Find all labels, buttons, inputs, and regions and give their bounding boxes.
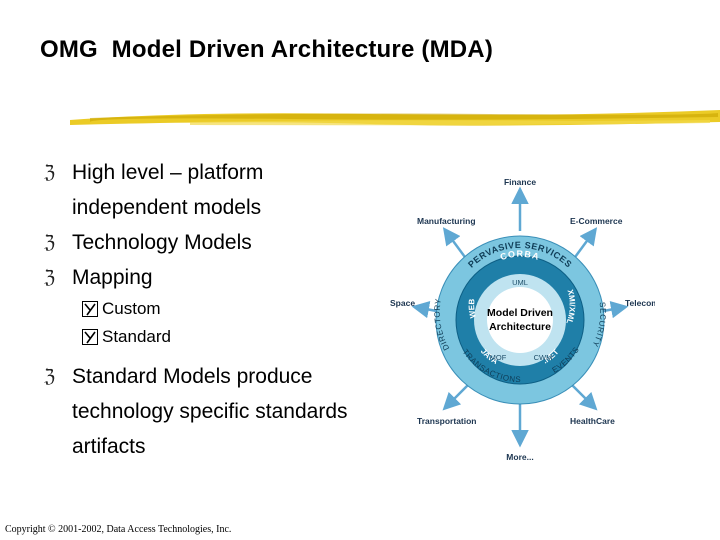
spoke-label-more: More... — [506, 452, 533, 462]
core-label-mof: MOF — [490, 353, 507, 362]
spoke-label-space: Space — [390, 298, 415, 308]
spoke-label-finance: Finance — [504, 177, 536, 187]
ring-label-web: WEB — [467, 298, 478, 319]
center-label-line1: Model Driven — [487, 307, 553, 319]
sub-bullet-item: Custom — [44, 295, 384, 323]
mda-diagram: PERVASIVE SERVICES SECURITY DIRECTORY TR… — [390, 177, 655, 462]
slide-title: OMG Model Driven Architecture (MDA) — [40, 36, 494, 63]
bullet-item: ℨ Technology Models — [44, 225, 384, 260]
core-label-uml: UML — [512, 278, 528, 287]
z-bullet-icon: ℨ — [44, 232, 56, 253]
y-bullet-icon — [82, 301, 98, 317]
spoke-label-ecommerce: E-Commerce — [570, 216, 623, 226]
bullet-item: ℨ Mapping — [44, 260, 384, 295]
core-label-cwm: CWM — [534, 353, 553, 362]
spoke-label-telecom: Telecom — [625, 298, 655, 308]
svg-text:XMI/XML: XMI/XML — [564, 289, 576, 326]
spoke-label-manufacturing: Manufacturing — [417, 216, 476, 226]
svg-text:CORBA: CORBA — [499, 249, 541, 262]
z-bullet-icon: ℨ — [44, 366, 56, 387]
copyright-footer: Copyright © 2001-2002, Data Access Techn… — [5, 524, 232, 535]
ring-label-corba: CORBA — [499, 249, 540, 262]
bullet-item: ℨ High level – platform independent mode… — [44, 155, 384, 225]
z-bullet-icon: ℨ — [44, 162, 56, 183]
y-bullet-icon — [82, 329, 98, 345]
spoke-label-transportation: Transportation — [417, 416, 477, 426]
title-underline — [70, 110, 720, 126]
center-label-line2: Architecture — [489, 321, 551, 333]
svg-text:WEB: WEB — [467, 298, 478, 319]
bullet-list: ℨ High level – platform independent mode… — [44, 155, 384, 464]
ring-label-xmi: XMI/XML — [564, 289, 576, 326]
bullet-item: ℨ Standard Models produce technology spe… — [44, 359, 384, 464]
z-bullet-icon: ℨ — [44, 267, 56, 288]
sub-bullet-item: Standard — [44, 323, 384, 351]
spoke-label-healthcare: HealthCare — [570, 416, 615, 426]
